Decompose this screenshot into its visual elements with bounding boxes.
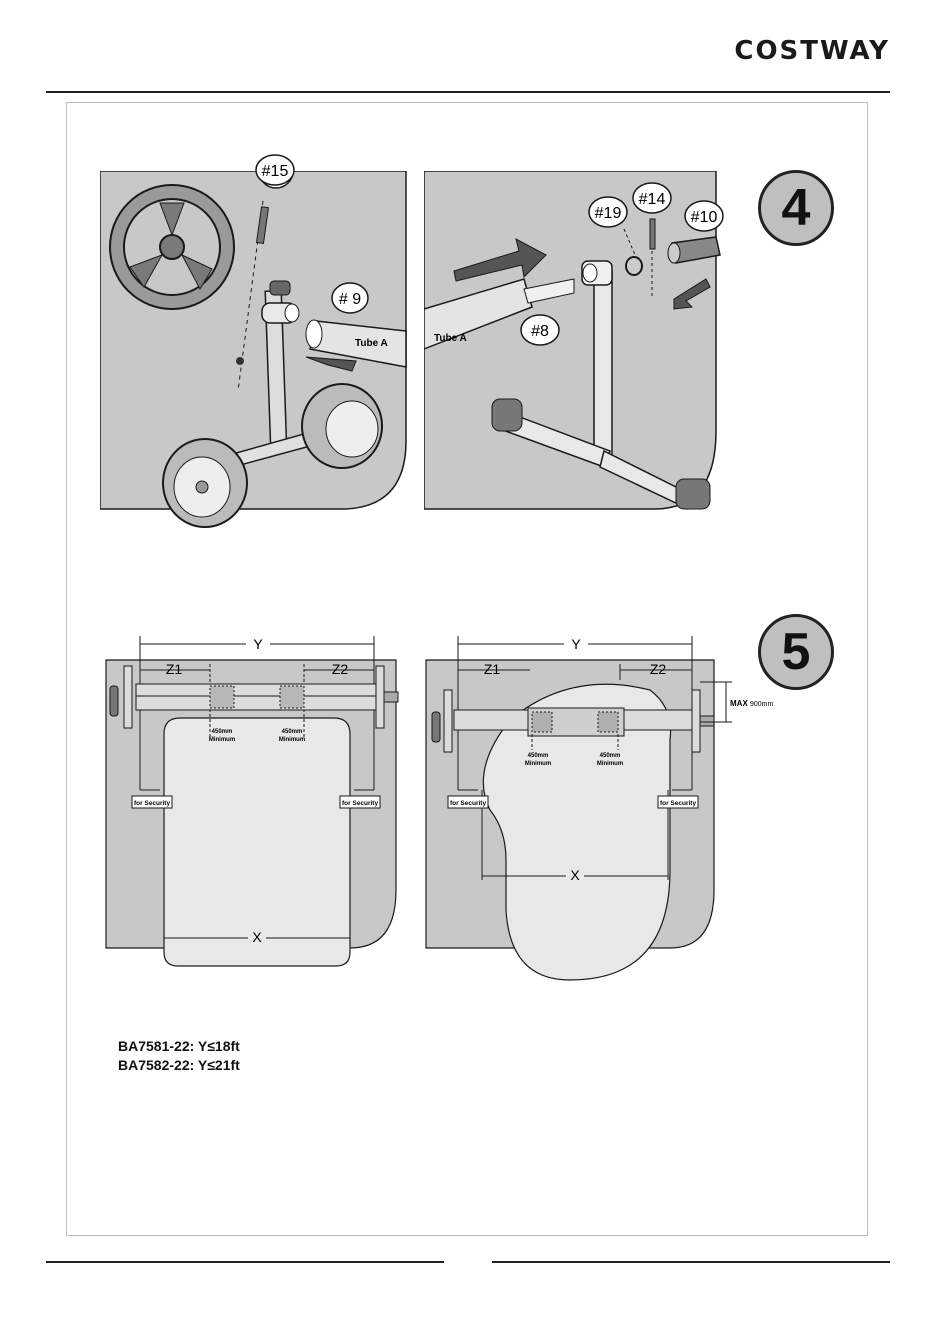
minimum-value: 450mm xyxy=(528,753,549,759)
dimension-z1: Z1 xyxy=(484,661,501,677)
step5-right-diagram: Y Z1 Z2 X MAX 900mm 450mm Minimum 450mm … xyxy=(420,630,790,990)
brand-logo: COSTWAY xyxy=(734,36,890,66)
minimum-value: 450mm xyxy=(282,729,303,735)
dimension-z2: Z2 xyxy=(332,661,349,677)
minimum-label: Minimum xyxy=(209,737,235,743)
step-5-badge: 5 xyxy=(758,614,834,690)
dimension-z1: Z1 xyxy=(166,661,183,677)
step4-left-labels: #15 # 9 Tube A xyxy=(100,150,412,370)
max-label: MAX xyxy=(730,699,748,708)
part-label-15: #15 xyxy=(262,163,289,180)
security-label: for Security xyxy=(450,800,487,807)
security-label: for Security xyxy=(660,800,697,807)
security-label: for Security xyxy=(134,800,171,807)
step4-right-labels: #19 #14 #10 #8 Tube A xyxy=(424,180,744,360)
dimension-x: X xyxy=(252,929,262,945)
minimum-label: Minimum xyxy=(597,761,623,767)
dimension-z2: Z2 xyxy=(650,661,667,677)
step-4-badge: 4 xyxy=(758,170,834,246)
security-label: for Security xyxy=(342,800,379,807)
part-label-14: #14 xyxy=(639,191,666,208)
dimension-y: Y xyxy=(253,636,263,652)
footer-rule-left xyxy=(46,1261,444,1263)
tube-a-label: Tube A xyxy=(434,333,467,344)
minimum-value: 450mm xyxy=(600,753,621,759)
minimum-label: Minimum xyxy=(525,761,551,767)
minimum-label: Minimum xyxy=(279,737,305,743)
dimension-y: Y xyxy=(571,636,581,652)
max-value: 900mm xyxy=(750,701,774,708)
part-label-10: #10 xyxy=(691,209,718,226)
part-label-9: # 9 xyxy=(339,291,361,308)
part-label-19: #19 xyxy=(595,205,622,222)
footer-rule-right xyxy=(492,1261,890,1263)
minimum-value: 450mm xyxy=(212,729,233,735)
step5-left-diagram: Y Z1 Z2 X 450mm Minimum 450mm Minimum fo… xyxy=(100,630,400,970)
dimension-x: X xyxy=(570,867,580,883)
header-rule xyxy=(46,91,890,93)
part-label-8: #8 xyxy=(531,323,549,340)
model-line-1: BA7581-22: Y≤18ft xyxy=(118,1038,240,1054)
model-line-2: BA7582-22: Y≤21ft xyxy=(118,1057,240,1073)
tube-a-label: Tube A xyxy=(355,338,388,349)
